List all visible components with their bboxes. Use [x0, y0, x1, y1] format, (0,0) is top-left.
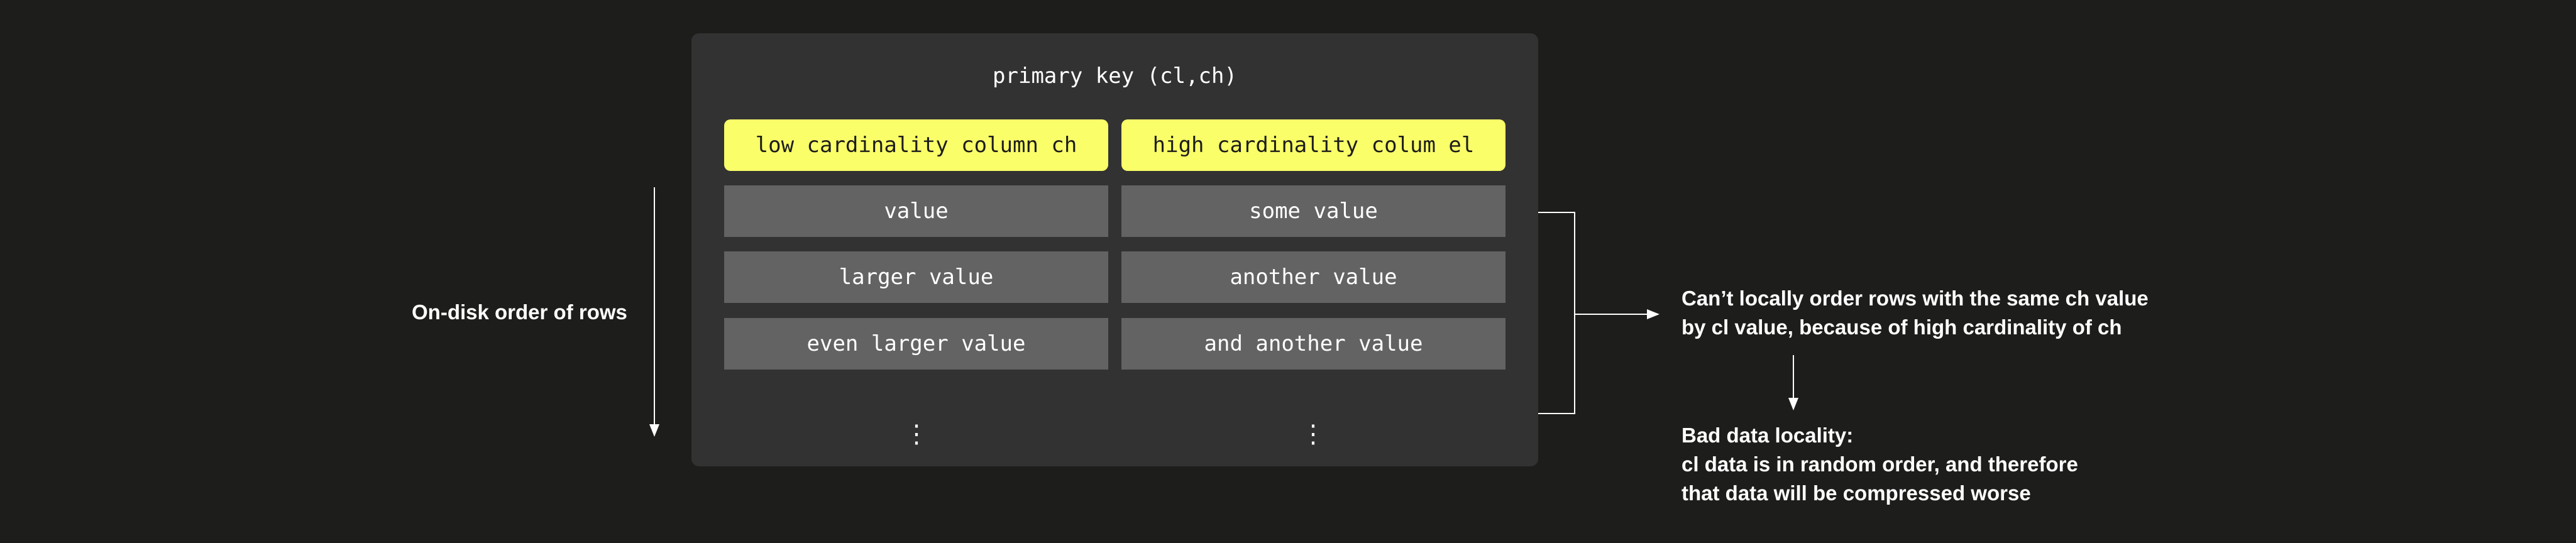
locality-note-line: cl data is in random order, and therefor… — [1682, 452, 2078, 476]
bracket-line — [1506, 212, 1575, 414]
ordering-note-line: Can’t locally order rows with the same c… — [1682, 287, 2149, 310]
table-cell: another value — [1121, 251, 1505, 303]
ellipsis-low: ⋮ — [904, 420, 929, 449]
column-header-high-cardinality: high cardinality colum el — [1121, 119, 1505, 171]
ordering-note: Can’t locally order rows with the same c… — [1682, 284, 2149, 342]
primary-key-panel: primary key (cl,ch) low cardinality colu… — [691, 33, 1538, 466]
ordering-note-line: by cl value, because of high cardinality… — [1682, 315, 2122, 339]
table-cell: value — [724, 185, 1108, 237]
locality-note-line: that data will be compressed worse — [1682, 481, 2031, 505]
panel-title: primary key (cl,ch) — [993, 63, 1237, 89]
locality-note-line: Bad data locality: — [1682, 424, 1854, 447]
table-cell: larger value — [724, 251, 1108, 303]
ellipsis-high: ⋮ — [1301, 420, 1326, 449]
table-cell: and another value — [1121, 318, 1505, 370]
table-cell: even larger value — [724, 318, 1108, 370]
row-order-label: On-disk order of rows — [412, 300, 627, 324]
column-header-low-cardinality: low cardinality column ch — [724, 119, 1108, 171]
locality-note: Bad data locality: cl data is in random … — [1682, 421, 2078, 508]
table-cell: some value — [1121, 185, 1505, 237]
